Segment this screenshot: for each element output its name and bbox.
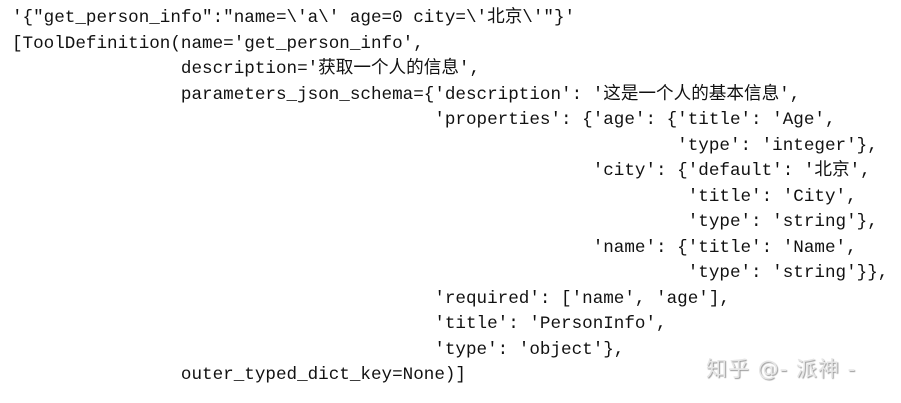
- code-line: description='获取一个人的信息',: [12, 59, 481, 79]
- code-line: 'type': 'string'},: [12, 212, 878, 232]
- code-line: parameters_json_schema={'description': '…: [12, 84, 801, 105]
- code-line: 'properties': {'age': {'title': 'Age',: [12, 110, 836, 130]
- code-line: 'title': 'PersonInfo',: [12, 314, 667, 334]
- code-line: 'type': 'object'},: [12, 339, 625, 360]
- code-line: 'title': 'City',: [12, 186, 857, 207]
- code-line: 'name': {'title': 'Name',: [12, 237, 857, 258]
- code-line: 'required': ['name', 'age'],: [12, 288, 730, 309]
- code-output: '{"get_person_info":"name=\'a\' age=0 ci…: [12, 6, 888, 389]
- code-line: 'type': 'integer'},: [12, 135, 878, 156]
- code-line: outer_typed_dict_key=None)]: [12, 365, 466, 385]
- code-line: 'city': {'default': '北京',: [12, 161, 871, 181]
- code-line: 'type': 'string'}},: [12, 263, 889, 283]
- code-line: [ToolDefinition(name='get_person_info',: [12, 33, 424, 54]
- watermark: 知乎 @- 派神 -: [706, 357, 857, 381]
- code-line: '{"get_person_info":"name=\'a\' age=0 ci…: [12, 8, 576, 28]
